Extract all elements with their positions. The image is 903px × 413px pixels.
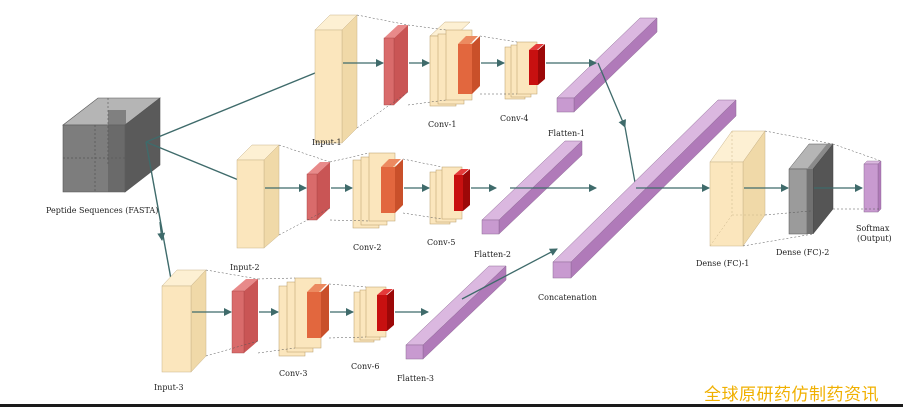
dense-projections	[742, 130, 882, 247]
watermark-text: 全球原研药仿制药资讯	[704, 385, 879, 405]
concatenation-block	[552, 99, 737, 279]
conv-4-label: Conv-4	[500, 114, 528, 123]
conv-2-pre	[306, 162, 330, 221]
conv-6-block	[353, 286, 394, 343]
row1-projections	[356, 14, 518, 129]
input-3-block	[161, 269, 207, 373]
row1-arrows	[343, 59, 637, 189]
concatenation-label: Concatenation	[538, 293, 597, 302]
conv-2-label: Conv-2	[353, 243, 381, 252]
softmax-block	[863, 160, 882, 213]
input-1-label: Input-1	[312, 138, 342, 147]
input-1-block	[314, 14, 358, 144]
softmax-label: Softmax	[856, 224, 890, 233]
input-2-block	[236, 144, 280, 249]
flatten-3-block	[405, 265, 507, 360]
peptide-cube	[62, 97, 161, 193]
dense-1-block	[709, 130, 766, 247]
conv-1-block	[429, 21, 480, 107]
conv-4-block	[504, 41, 545, 100]
dense-2-label: Dense (FC)-2	[776, 248, 829, 257]
dense-2-block	[788, 143, 834, 235]
conv-3-label: Conv-3	[279, 369, 307, 378]
conv-3-pre	[231, 279, 258, 354]
flatten-3-label: Flatten-3	[397, 374, 434, 383]
conv-2-block	[352, 152, 403, 229]
input-3-label: Input-3	[154, 383, 184, 392]
conv-5-block	[429, 166, 470, 225]
conv-6-label: Conv-6	[351, 362, 379, 371]
row3-arrows	[192, 248, 558, 316]
dense-1-label: Dense (FC)-1	[696, 259, 749, 268]
row3-projections	[205, 269, 367, 357]
conv-1-label: Conv-1	[428, 120, 456, 129]
row2-projections	[278, 144, 443, 236]
flatten-1-label: Flatten-1	[548, 129, 585, 138]
bottom-rule	[0, 404, 903, 407]
conv-3-block	[278, 277, 329, 357]
conv-5-label: Conv-5	[427, 238, 455, 247]
conv-1-pre	[383, 25, 408, 106]
peptide-label: Peptide Sequences (FASTA)	[46, 206, 158, 215]
flatten-1-block	[556, 17, 658, 113]
softmax-output-label: (Output)	[857, 234, 892, 243]
input-2-label: Input-2	[230, 263, 260, 272]
flatten-2-label: Flatten-2	[474, 250, 511, 259]
